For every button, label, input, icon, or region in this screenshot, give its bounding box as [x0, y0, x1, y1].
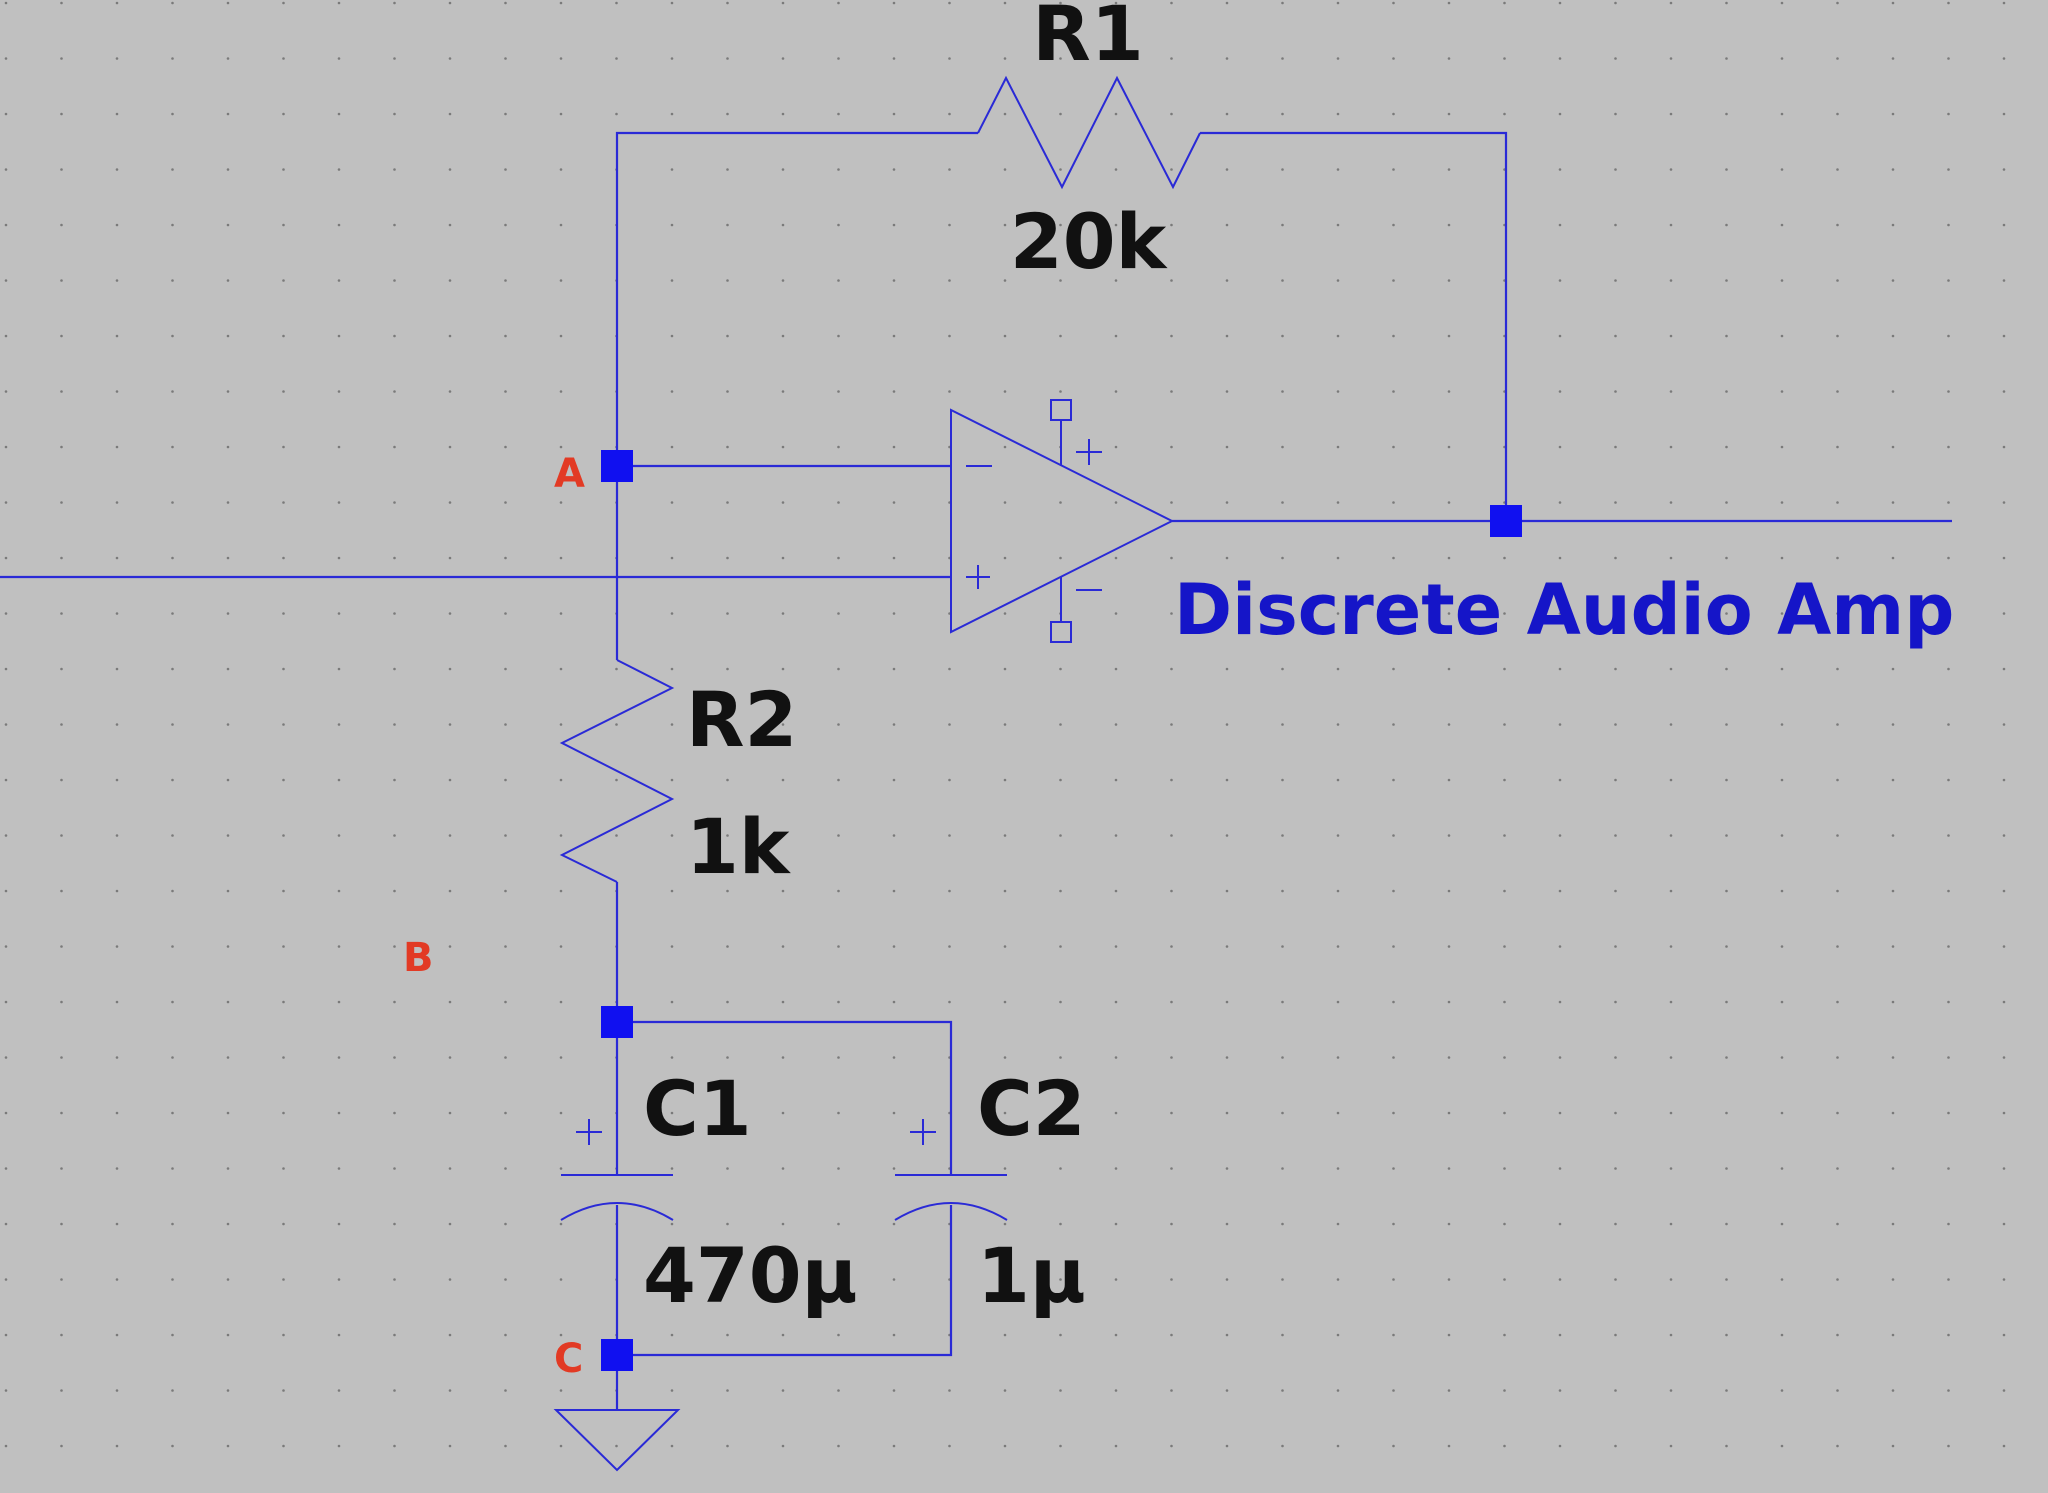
wire-feedback-right[interactable] — [1200, 131, 1508, 521]
capacitor-c2[interactable]: C2 1µ — [894, 1064, 1086, 1320]
wire-node-b-c2[interactable] — [617, 1020, 953, 1175]
capacitor-c1-ref: C1 — [643, 1064, 752, 1153]
resistor-r2[interactable]: R2 1k — [559, 659, 797, 891]
opamp-vplus-terminal[interactable] — [1050, 399, 1072, 421]
resistor-r1[interactable]: R1 20k — [977, 0, 1201, 286]
resistor-r2-value: 1k — [686, 802, 791, 891]
resistor-r2-symbol — [559, 659, 675, 883]
opamp[interactable] — [950, 399, 1175, 643]
resistor-r1-ref: R1 — [1032, 0, 1143, 78]
capacitor-c1-plus-mark — [576, 1119, 602, 1145]
node-label-a: A — [554, 451, 585, 497]
capacitor-c2-ref: C2 — [977, 1064, 1086, 1153]
resistor-r2-ref: R2 — [686, 675, 797, 764]
opamp-vplus-mark — [1076, 439, 1102, 465]
junction-node-c[interactable] — [601, 1339, 633, 1371]
wire-feedback-left[interactable] — [615, 131, 978, 466]
resistor-r1-symbol — [977, 75, 1201, 190]
junction-node-a[interactable] — [601, 450, 633, 482]
capacitor-c1-plate-bottom — [560, 1202, 674, 1221]
opamp-noninverting-mark — [966, 565, 990, 589]
capacitor-c2-plus-mark — [910, 1119, 936, 1145]
node-label-b: B — [403, 935, 434, 981]
wires — [0, 131, 1952, 1410]
capacitor-c1[interactable]: C1 470µ — [560, 1064, 858, 1320]
capacitor-c1-value: 470µ — [643, 1231, 858, 1320]
node-label-c: C — [554, 1336, 583, 1382]
capacitor-c2-plate-bottom — [894, 1202, 1008, 1221]
capacitor-c2-value: 1µ — [977, 1231, 1086, 1320]
opamp-vminus-terminal[interactable] — [1050, 621, 1072, 643]
ground-symbol[interactable] — [553, 1409, 681, 1472]
junction-node-b[interactable] — [601, 1006, 633, 1038]
wire-c2-node-c[interactable] — [617, 1205, 953, 1357]
circuit-title: Discrete Audio Amp — [1174, 569, 1954, 651]
resistor-r1-value: 20k — [1010, 197, 1168, 286]
junction-output[interactable] — [1490, 505, 1522, 537]
